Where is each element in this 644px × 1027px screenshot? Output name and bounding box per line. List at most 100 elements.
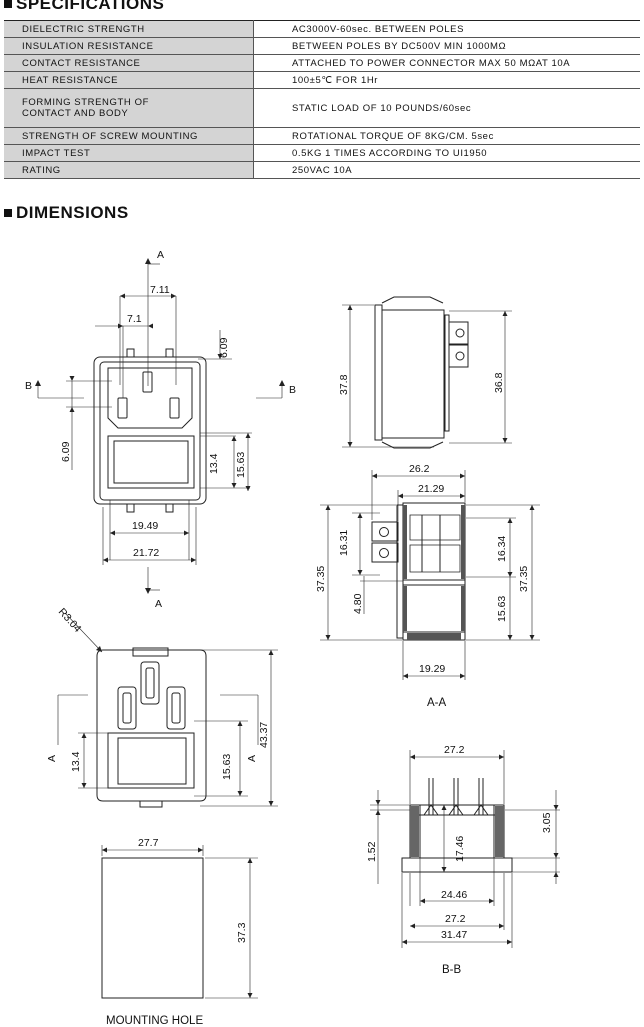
dim-36-8: 36.8: [493, 372, 505, 393]
side-rear-wall: [444, 314, 450, 432]
front-tab: [165, 503, 174, 513]
side-terminal: [449, 344, 469, 368]
mounting-hole-outline: [101, 857, 204, 999]
dim-19-49: 19.49: [132, 520, 158, 532]
dim-13-4: 13.4: [208, 453, 220, 474]
front-view: A A B B 7.11 7.1 6.09 6.09 13.4 15.63 19…: [25, 249, 296, 610]
dim-27-7: 27.7: [138, 837, 159, 849]
specifications-heading: SPECIFICATIONS: [4, 0, 164, 14]
dim-27-2-bottom: 27.2: [445, 913, 466, 925]
dim-37-35-right: 37.35: [518, 566, 530, 592]
dim-6-09-left: 6.09: [60, 441, 72, 462]
dim-37-35-left: 37.35: [315, 566, 327, 592]
spec-value: 0.5KG 1 TIMES ACCORDING TO UI1950: [253, 144, 640, 162]
section-bb-view: 27.2 3.05 17.46 1.52 24.46 27.2 31.47 B-…: [366, 744, 560, 976]
front-tab: [126, 503, 135, 513]
back-outer-body: [96, 649, 207, 802]
bb-pins: [423, 778, 489, 816]
back-neutral-terminal: [166, 686, 186, 730]
dim-37-3: 37.3: [236, 922, 248, 943]
spec-label: STRENGTH OF SCREW MOUNTING: [4, 127, 254, 145]
spec-value: AC3000V-60sec. BETWEEN POLES: [253, 20, 640, 38]
neutral-pin: [169, 397, 180, 419]
dim-24-46: 24.46: [441, 889, 467, 901]
spec-value: 250VAC 10A: [253, 161, 640, 179]
spec-value: ATTACHED TO POWER CONNECTOR MAX 50 MΩAT …: [253, 54, 640, 72]
dim-3-05: 3.05: [541, 812, 553, 833]
section-bb-caption: B-B: [442, 964, 462, 976]
aa-terminal: [371, 542, 399, 563]
back-bottom-tab: [139, 800, 163, 808]
back-live-terminal: [117, 686, 137, 730]
spec-label: IMPACT TEST: [4, 144, 254, 162]
dim-15-63-aa: 15.63: [496, 596, 508, 622]
aa-body: [402, 502, 466, 641]
switch-opening: [107, 435, 195, 489]
dim-7-1: 7.1: [127, 313, 142, 325]
side-flange: [374, 304, 383, 441]
dim-6-09-right: 6.09: [218, 337, 230, 358]
bullet-square-icon: [4, 209, 12, 217]
side-body: [381, 309, 445, 439]
dim-31-47: 31.47: [441, 929, 467, 941]
side-view: 37.8 36.8: [338, 296, 512, 449]
front-inner-body: [99, 361, 201, 501]
live-pin: [117, 397, 128, 419]
dim-4-80: 4.80: [352, 593, 364, 614]
back-view: R3.04 43.37 13.4 15.63 A A: [46, 606, 278, 808]
dim-26-2: 26.2: [409, 463, 430, 475]
side-terminal: [449, 321, 469, 345]
dim-19-29: 19.29: [419, 663, 445, 675]
switch-rocker: [113, 440, 189, 484]
section-a-label-bottom: A: [155, 598, 162, 610]
inlet-socket: [107, 367, 193, 429]
dim-27-2-top: 27.2: [444, 744, 465, 756]
spec-label: DIELECTRIC STRENGTH: [4, 20, 254, 38]
mounting-hole-caption: MOUNTING HOLE: [106, 1015, 203, 1027]
dim-15-63: 15.63: [235, 452, 247, 478]
section-aa-caption: A-A: [427, 697, 447, 709]
dimensions-heading: DIMENSIONS: [4, 203, 129, 223]
spec-label: RATING: [4, 161, 254, 179]
dim-7-11: 7.11: [150, 284, 170, 296]
earth-pin: [142, 371, 153, 393]
front-tab: [126, 348, 135, 358]
front-tab: [165, 348, 174, 358]
dim-37-8: 37.8: [338, 374, 350, 395]
section-a-label-top: A: [157, 249, 164, 261]
radius-r3-04: R3.04: [56, 606, 84, 635]
section-b-label-left: B: [25, 380, 32, 392]
spec-label: HEAT RESISTANCE: [4, 71, 254, 89]
side-bottom-latch: [381, 441, 444, 449]
dim-43-37: 43.37: [258, 722, 270, 748]
spec-value: ROTATIONAL TORQUE OF 8KG/CM. 5sec: [253, 127, 640, 145]
back-top-tab: [132, 647, 169, 657]
aa-terminal: [371, 521, 399, 542]
dim-16-31: 16.31: [338, 530, 350, 556]
bullet-square-icon: [4, 0, 12, 8]
side-top-latch: [381, 296, 444, 304]
dimensions-title: DIMENSIONS: [16, 203, 129, 222]
spec-value: STATIC LOAD OF 10 POUNDS/60sec: [253, 88, 640, 128]
spec-label: CONTACT RESISTANCE: [4, 54, 254, 72]
spec-label: FORMING STRENGTH OF CONTACT AND BODY: [4, 88, 254, 128]
dim-21-72: 21.72: [133, 547, 159, 559]
back-switch-opening: [107, 732, 195, 789]
dim-15-63-back: 15.63: [221, 754, 233, 780]
bb-flange: [401, 857, 513, 873]
front-outer-body: [93, 356, 207, 505]
section-b-label-right: B: [289, 384, 296, 396]
spec-label: INSULATION RESISTANCE: [4, 37, 254, 55]
dim-16-34: 16.34: [496, 536, 508, 562]
back-earth-terminal: [140, 661, 160, 705]
